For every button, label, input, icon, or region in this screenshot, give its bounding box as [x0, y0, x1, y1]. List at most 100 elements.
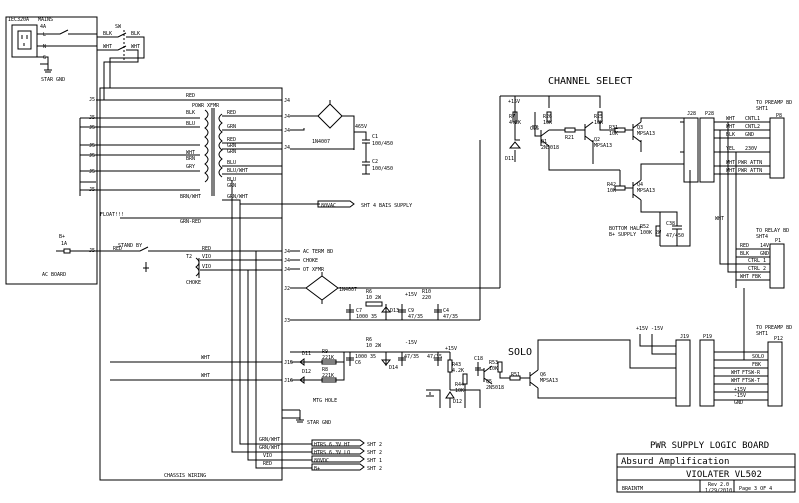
wire-red-label-6: RED	[263, 461, 272, 467]
cs-pwr-attn: WHT PWR ATTN	[726, 160, 762, 166]
star-gnd-label-2: STAR GND	[307, 420, 331, 426]
to-preamp2-sht1: SHT1	[756, 331, 768, 337]
pin-g: G	[43, 55, 46, 61]
c2-label: C2	[372, 159, 378, 165]
c9-label: C9	[408, 308, 414, 314]
ac-board-label: AC BOARD	[42, 272, 66, 278]
center-supply: J4 J4 J4 J4 1N4007 465V C1 100/450 C2 10…	[110, 96, 501, 472]
title-block-author: BRAINTM	[622, 486, 643, 492]
j4-label-1: J4	[284, 98, 290, 104]
cs-c38-val: 47/450	[666, 233, 684, 239]
channel-select: CHANNEL SELECT +15V R7 4.2K D11 R26 10K …	[500, 76, 770, 247]
p8-label: P8	[776, 113, 782, 119]
sht2-label-2: SHT 2	[367, 450, 382, 456]
r8-val: 221K	[322, 373, 334, 379]
c7-label: C7	[356, 308, 362, 314]
r10-val: 220	[422, 295, 431, 301]
j15-label: J15	[284, 360, 293, 366]
j4-label-3: J4	[284, 128, 290, 134]
wire-wht-label: WHT	[186, 150, 195, 156]
j19-label: J19	[680, 334, 689, 340]
rectifier-label: 1N4007	[312, 139, 330, 145]
wire-bluwht-label: BLU/WHT	[227, 168, 248, 174]
ftsw-wht-2: WHT	[731, 378, 740, 384]
solo-d12: D12	[453, 399, 462, 405]
cs-p15v: +15V	[508, 99, 520, 105]
cs-r42-val: 10K	[607, 188, 616, 194]
cs-c38: C38	[666, 221, 675, 227]
j5-label-5: J5	[89, 153, 95, 159]
p12-body	[767, 341, 783, 407]
rect2-label: 1N4007	[339, 287, 357, 293]
cs-r52-val: 100K 2W	[640, 230, 662, 236]
solo-section: SOLO +15V R43 4.2K R44 10K D12 C18 R53 1…	[426, 339, 676, 408]
bplus-label-2: B+	[314, 466, 320, 472]
cs-r21: R21	[565, 135, 574, 141]
bplus-fuse-label: 1A	[61, 241, 67, 247]
c6-label: C6	[355, 360, 361, 366]
title-block-product: VIOLATER VL502	[686, 470, 762, 480]
r8-label: R8	[322, 367, 328, 373]
relay-ctrl1: CTRL 1	[748, 258, 766, 264]
relay-ctrl2: CTRL 2	[748, 266, 766, 272]
j4-label-5: J4	[284, 249, 290, 255]
cs-q3-type: MPSA13	[637, 131, 655, 137]
solo-r44: R44	[455, 382, 464, 388]
sw-blk-label: BLK	[103, 31, 112, 37]
sht1-label: SHT 1	[367, 458, 382, 464]
j5-label-4: J5	[89, 143, 95, 149]
c4-label: C4	[443, 308, 449, 314]
p19-body	[699, 339, 715, 407]
p12-label: P12	[774, 336, 783, 342]
info-row	[616, 479, 796, 493]
m15-label: -15V	[734, 393, 746, 399]
relay-wht-fbk: WHT FBK	[740, 274, 761, 280]
wire-red-label-2: RED	[227, 110, 236, 116]
to-preamp2-label: TO PREAMP BD	[756, 325, 792, 331]
p28-body	[699, 117, 715, 183]
j16-label: J16	[284, 378, 293, 384]
solo-r43-val: 4.2K	[452, 368, 464, 374]
mains-label: MAINS	[38, 17, 53, 23]
wire-blk-label: BLK	[186, 110, 195, 116]
d12-label: D12	[302, 369, 311, 375]
cs-r31-val: 10K	[609, 131, 618, 137]
r6-val: 10 2W	[366, 295, 382, 301]
cs-blk: BLK	[726, 132, 735, 138]
wire-blu-label-2: BLU	[227, 160, 236, 166]
solo-c18: C18	[474, 356, 483, 362]
channel-select-title: CHANNEL SELECT	[548, 76, 632, 87]
solo-r53: R53	[489, 360, 498, 366]
r6b-val: 10 2W	[366, 343, 382, 349]
gnd-label: GND	[734, 400, 743, 406]
wire-grn-label-2: GRN	[227, 143, 236, 149]
cs-q1-type: 2N5018	[541, 145, 559, 151]
solo-r43: R43	[452, 362, 461, 368]
cs-q2-type: MPSA13	[594, 143, 612, 149]
j5-label-6: J5	[89, 169, 95, 175]
wire-blu-label: BLU	[186, 121, 195, 127]
to-preamp-sht1: SHT1	[756, 106, 768, 112]
ftsw-wht-1: WHT	[731, 370, 740, 376]
title-block: PWR SUPPLY LOGIC BOARD Absurd Amplificat…	[616, 441, 796, 494]
ac-board: IEC320A MAINS 4A L N G STAR GND SW BLK B…	[5, 16, 145, 285]
r9-val: 221K	[322, 355, 334, 361]
solo-r51: R51	[511, 372, 520, 378]
p1-label: P1	[775, 238, 781, 244]
sw-wht-label-2: WHT	[131, 44, 140, 50]
j4-label-7: J4	[284, 267, 290, 273]
cs-q3: Q3	[637, 125, 643, 131]
cs-r26-val: 10K	[543, 120, 552, 126]
to-relay-sht4: SHT4	[756, 234, 768, 240]
sw-wht-label: WHT	[103, 44, 112, 50]
wire-red-label-5: RED	[202, 246, 211, 252]
solo-r53-val: 10K	[489, 366, 498, 372]
j19-body	[675, 339, 691, 407]
iec-connector-body	[11, 24, 38, 58]
v80-label: 80VDC	[314, 458, 329, 464]
cs-q4-type: MPSA13	[637, 188, 655, 194]
cs-r31: R31	[609, 125, 618, 131]
ftsw-t-label: FTSW-T	[742, 378, 760, 384]
r6-label: R6	[366, 289, 372, 295]
j5-label-1: J5	[89, 97, 95, 103]
